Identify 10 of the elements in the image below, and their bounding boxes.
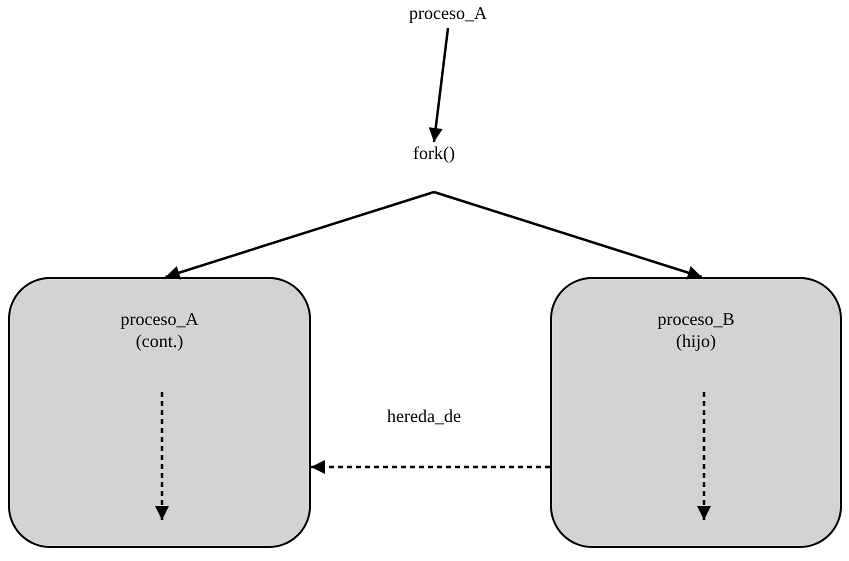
arrow (165, 190, 434, 280)
arrow (434, 190, 702, 280)
process-title: proceso_B (hijo) (656, 308, 736, 352)
node-label: proceso_A (400, 2, 496, 28)
process-title: proceso_A (cont.) (120, 308, 200, 352)
node-label: fork() (392, 142, 476, 192)
process-box (550, 277, 842, 548)
process-box (8, 277, 311, 548)
arrow (428, 28, 450, 142)
arrow (311, 460, 550, 474)
